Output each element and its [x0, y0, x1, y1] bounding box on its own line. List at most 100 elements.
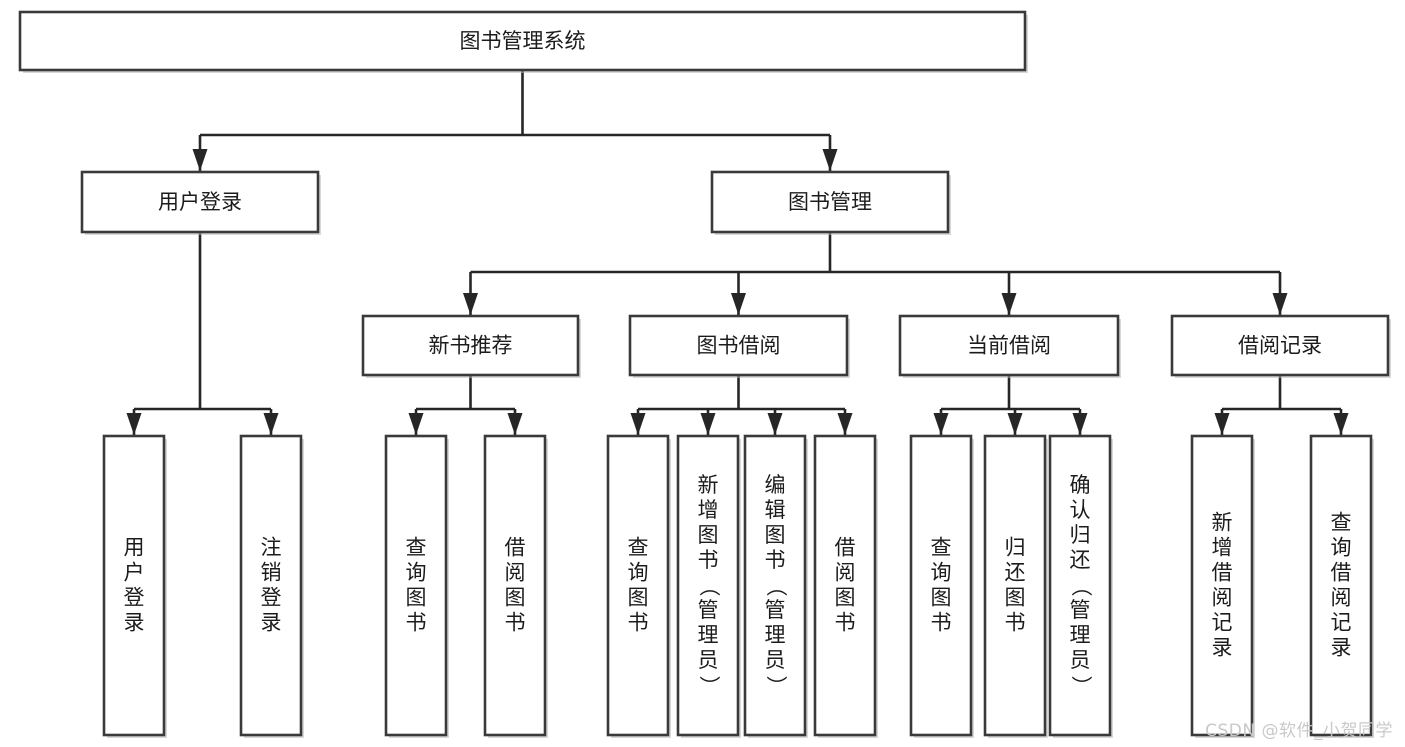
- svg-text:录: 录: [1212, 636, 1233, 660]
- arrow-head-icon: [192, 149, 208, 171]
- arrow-head-icon: [1272, 293, 1288, 315]
- node-rect[interactable]: [1170, 314, 1390, 377]
- arrow-head-icon: [630, 413, 646, 435]
- svg-text:借: 借: [1331, 561, 1352, 585]
- node-rect[interactable]: [80, 170, 320, 234]
- svg-text:确: 确: [1070, 473, 1091, 497]
- svg-text:图: 图: [1005, 586, 1026, 610]
- node-rect[interactable]: [239, 434, 303, 737]
- svg-text:录: 录: [124, 611, 145, 635]
- arrow-head-icon: [933, 413, 949, 435]
- node-新书推荐[interactable]: 新书推荐: [361, 314, 581, 378]
- node-用户登录[interactable]: 用户登录: [80, 170, 321, 235]
- node-图书借阅[interactable]: 图书借阅: [628, 314, 850, 378]
- svg-text:询: 询: [628, 561, 649, 585]
- node-rect[interactable]: [1309, 434, 1373, 737]
- svg-text:归: 归: [1005, 536, 1026, 560]
- arrow-head-icon: [1214, 413, 1230, 435]
- node-rect[interactable]: [361, 314, 580, 377]
- node-rect[interactable]: [1048, 434, 1112, 737]
- svg-text:询: 询: [406, 561, 427, 585]
- arrow-head-icon: [767, 413, 783, 435]
- node-rect[interactable]: [1190, 434, 1254, 737]
- svg-text:书: 书: [765, 548, 786, 572]
- svg-text:登: 登: [124, 586, 145, 610]
- node-图书管理[interactable]: 图书管理: [710, 170, 951, 235]
- node-rect[interactable]: [384, 434, 448, 737]
- svg-text:理: 理: [698, 623, 719, 647]
- arrow-head-icon: [126, 413, 142, 435]
- arrow-head-icon: [408, 413, 424, 435]
- svg-text:借: 借: [835, 536, 856, 560]
- svg-text:图: 图: [698, 523, 719, 547]
- arrow-head-icon: [263, 413, 279, 435]
- node-rect[interactable]: [606, 434, 670, 737]
- node-rect[interactable]: [18, 10, 1027, 72]
- svg-text:查: 查: [1331, 511, 1352, 535]
- svg-text:认: 认: [1070, 498, 1091, 522]
- svg-text:员: 员: [765, 648, 786, 672]
- node-label: 图书借阅: [697, 334, 781, 358]
- arrow-head-icon: [700, 413, 716, 435]
- svg-text:（: （: [697, 576, 721, 597]
- svg-text:阅: 阅: [505, 561, 526, 585]
- node-借阅记录[interactable]: 借阅记录: [1170, 314, 1391, 378]
- node-rect[interactable]: [102, 434, 166, 737]
- svg-text:书: 书: [835, 611, 856, 635]
- svg-text:新: 新: [1212, 511, 1233, 535]
- node-当前借阅[interactable]: 当前借阅: [898, 314, 1121, 378]
- svg-text:询: 询: [1331, 536, 1352, 560]
- svg-text:（: （: [1069, 576, 1093, 597]
- node-rect[interactable]: [983, 434, 1047, 737]
- node-rect[interactable]: [743, 434, 807, 737]
- node-rect[interactable]: [710, 170, 950, 234]
- arrow-head-icon: [1007, 413, 1023, 435]
- node-rect[interactable]: [813, 434, 877, 737]
- node-rect[interactable]: [676, 434, 740, 737]
- node-rect[interactable]: [898, 314, 1120, 377]
- node-rect[interactable]: [483, 434, 547, 737]
- node-rect[interactable]: [909, 434, 973, 737]
- arrow-head-icon: [1001, 293, 1017, 315]
- arrow-head-icon: [822, 149, 838, 171]
- svg-text:记: 记: [1212, 611, 1233, 635]
- svg-text:书: 书: [698, 548, 719, 572]
- svg-text:）: ）: [1069, 676, 1093, 697]
- svg-text:增: 增: [1212, 536, 1233, 560]
- svg-text:）: ）: [764, 676, 788, 697]
- connector-layer: [126, 70, 1349, 435]
- node-label: 用户登录: [158, 190, 242, 214]
- svg-text:图: 图: [406, 586, 427, 610]
- node-用户登录[interactable]: 用户登录: [102, 434, 167, 738]
- node-图书管理系统[interactable]: 图书管理系统: [18, 10, 1028, 73]
- svg-text:理: 理: [765, 623, 786, 647]
- svg-text:图: 图: [835, 586, 856, 610]
- node-label: 新书推荐: [429, 334, 513, 358]
- node-rect[interactable]: [628, 314, 849, 377]
- arrow-head-icon: [463, 293, 478, 315]
- svg-text:用: 用: [124, 536, 145, 560]
- arrow-head-icon: [1072, 413, 1088, 435]
